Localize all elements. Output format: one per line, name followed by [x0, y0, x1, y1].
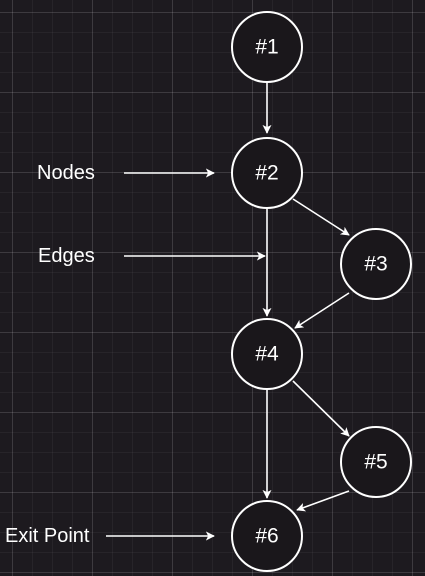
node-2: #2	[231, 137, 303, 209]
node-1: #1	[231, 11, 303, 83]
nodes-annotation-label: Nodes	[37, 162, 95, 184]
edge-3-to-4	[294, 292, 350, 329]
node-5-circle	[340, 426, 412, 498]
edges-annotation-label: Edges	[38, 245, 95, 267]
edge-4-to-5	[292, 380, 350, 437]
node-6-label: #6	[255, 525, 278, 548]
node-5: #5	[340, 426, 412, 498]
node-3-label: #3	[364, 253, 387, 276]
node-5-label: #5	[364, 451, 387, 474]
node-1-label: #1	[255, 36, 278, 59]
node-3-circle	[340, 228, 412, 300]
node-6-circle	[231, 500, 303, 572]
node-1-circle	[231, 11, 303, 83]
node-2-label: #2	[255, 162, 278, 185]
node-4-label: #4	[255, 343, 279, 366]
node-4-circle	[231, 318, 303, 390]
exit-point-annotation-label: Exit Point	[5, 525, 90, 547]
annotation-arrows	[106, 168, 266, 541]
edges-group	[262, 82, 350, 512]
edge-5-to-6	[296, 490, 350, 512]
node-6: #6	[231, 500, 303, 572]
node-4: #4	[231, 318, 303, 390]
node-2-circle	[231, 137, 303, 209]
edge-2-to-3	[292, 198, 350, 236]
node-3: #3	[340, 228, 412, 300]
